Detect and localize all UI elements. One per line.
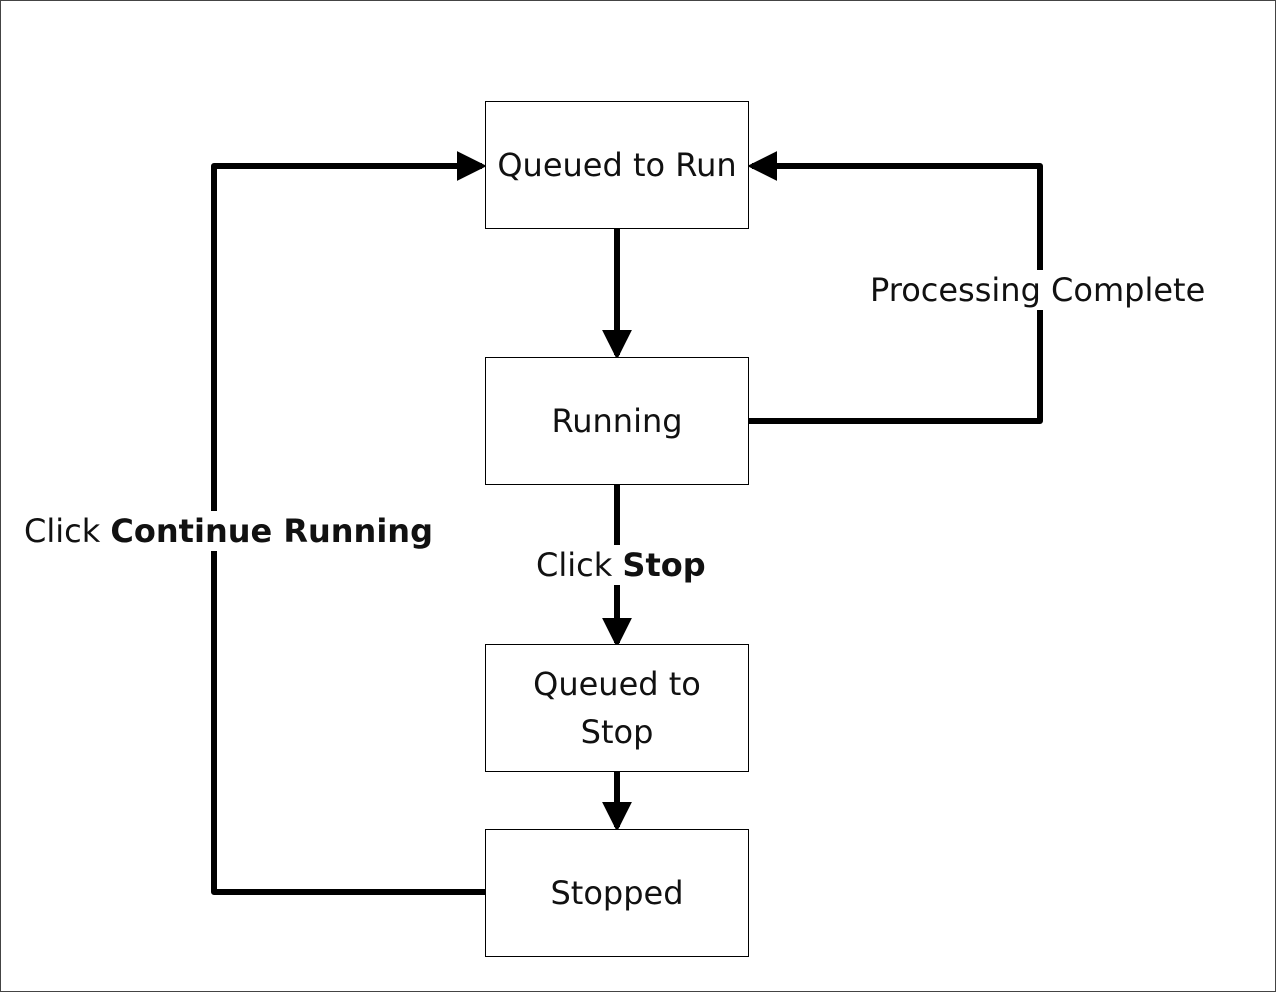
state-queued-to-run: Queued to Run xyxy=(485,101,749,229)
label-processing-complete-text: Processing Complete xyxy=(870,271,1206,309)
label-click-continue-prefix: Click xyxy=(24,512,101,550)
label-click-continue-running: Click Continue Running xyxy=(20,511,437,551)
state-stopped: Stopped xyxy=(485,829,749,957)
state-queued-to-stop-label: Queued to Stop xyxy=(533,665,701,751)
label-click-stop: Click Stop xyxy=(532,545,710,585)
label-click-stop-action: Stop xyxy=(622,546,706,584)
state-running: Running xyxy=(485,357,749,485)
label-click-stop-prefix: Click xyxy=(536,546,613,584)
label-click-continue-action: Continue Running xyxy=(110,512,433,550)
state-running-label: Running xyxy=(551,402,683,440)
state-stopped-label: Stopped xyxy=(550,874,684,912)
state-queued-to-run-label: Queued to Run xyxy=(497,146,737,184)
state-queued-to-stop: Queued to Stop xyxy=(485,644,749,772)
label-processing-complete: Processing Complete xyxy=(868,270,1208,310)
